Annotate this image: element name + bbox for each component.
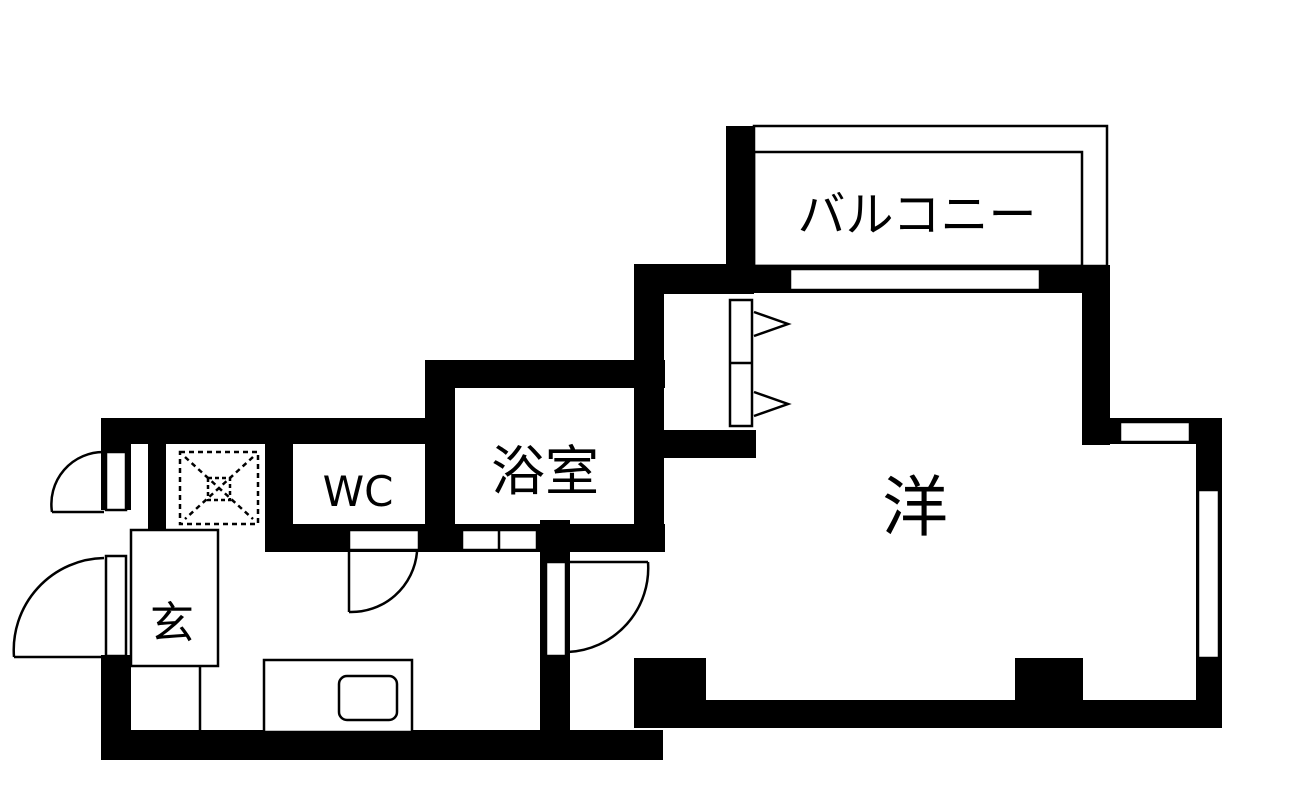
label-balcony: バルコニー [797, 187, 1036, 243]
label-western: 洋 [882, 469, 948, 546]
label-bath: 浴室 [491, 440, 599, 503]
label-wc: WC [323, 467, 394, 516]
label-entrance: 玄 [150, 598, 194, 649]
thin-lines [12, 124, 1221, 734]
